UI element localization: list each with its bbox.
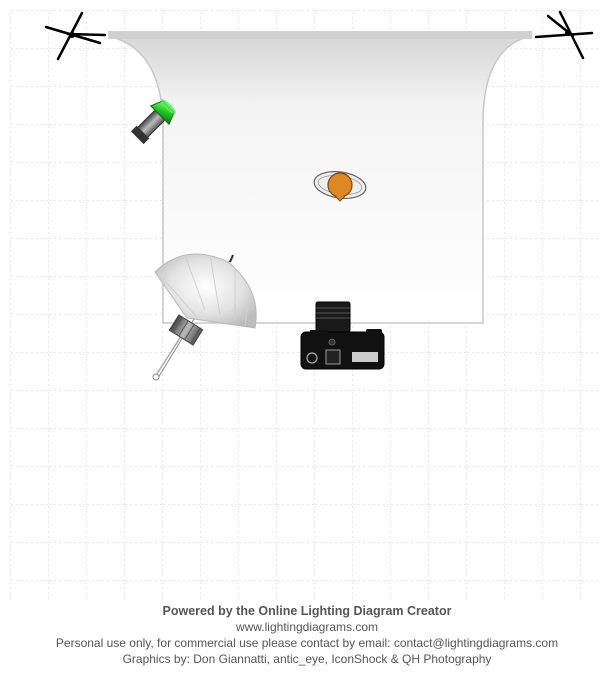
camera[interactable] bbox=[300, 301, 385, 370]
subject[interactable] bbox=[312, 169, 367, 202]
footer-credits: Graphics by: Don Giannatti, antic_eye, I… bbox=[122, 652, 492, 666]
footer-powered-by: Powered by the Online Lighting Diagram C… bbox=[162, 604, 452, 618]
umbrella-light[interactable] bbox=[152, 253, 257, 381]
footer-website: www.lightingdiagrams.com bbox=[235, 620, 379, 634]
stand-left[interactable] bbox=[44, 11, 107, 61]
strobe-green-gel[interactable] bbox=[128, 95, 180, 147]
backdrop-roll bbox=[108, 31, 532, 39]
footer-license: Personal use only, for commercial use pl… bbox=[55, 636, 559, 650]
stand-right[interactable] bbox=[534, 10, 594, 60]
umbrella-strobe-head bbox=[168, 314, 204, 346]
